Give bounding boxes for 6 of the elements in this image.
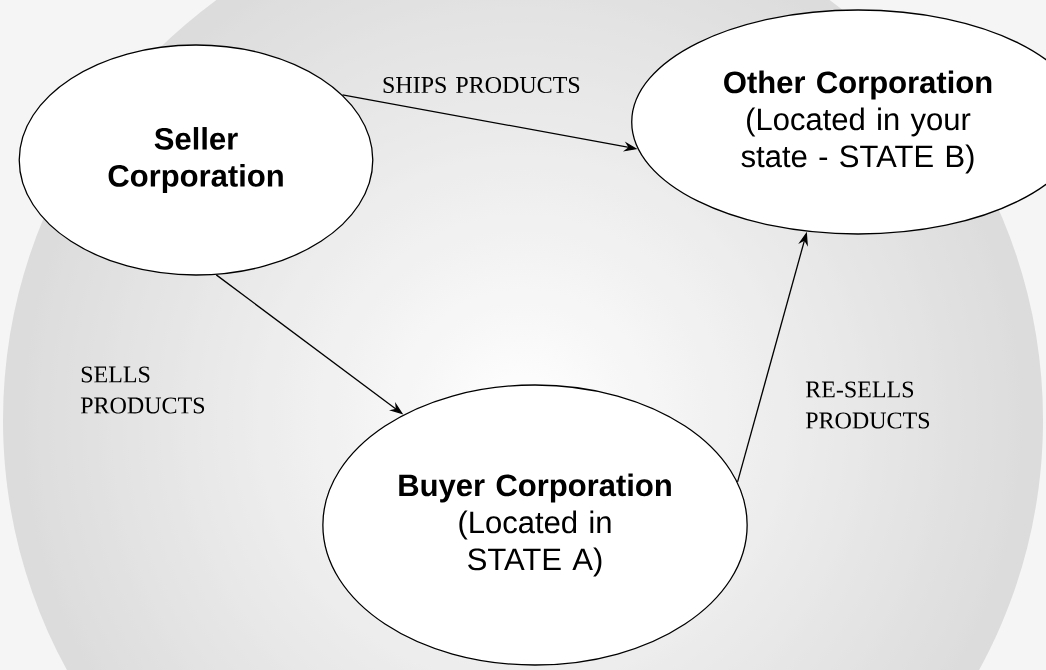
edge-label: RE-SELLS PRODUCTS (805, 381, 930, 429)
edge-label: SELLS PRODUCTS (80, 366, 205, 414)
edge-label: SHIPS PRODUCTS (383, 76, 580, 94)
ellipse-node: Seller Corporation (18, 44, 374, 276)
ellipse-node: Other Corporation (Located in your state - STATE B) (631, 9, 1046, 235)
ellipse-node: Buyer Corporation (Located in STATE A) (322, 384, 748, 666)
